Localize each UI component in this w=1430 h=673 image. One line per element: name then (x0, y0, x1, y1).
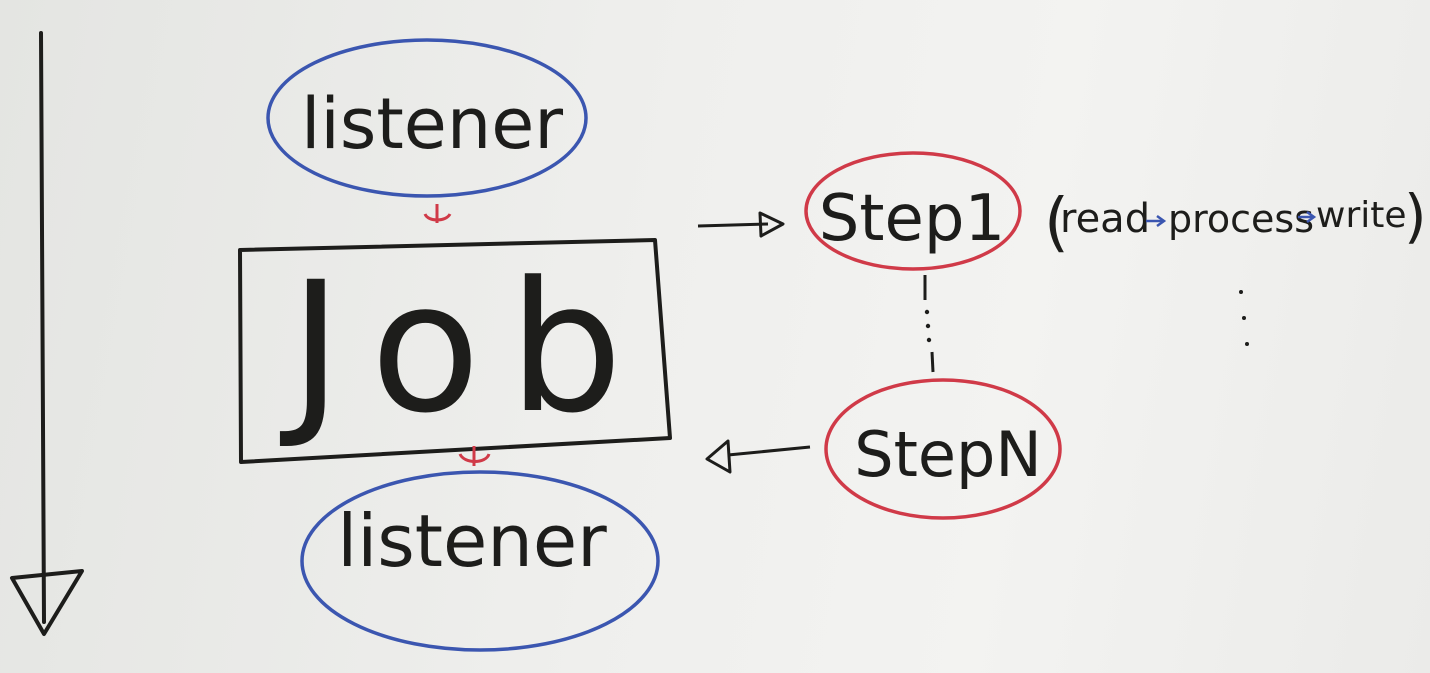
listener-bottom-ellipse (300, 470, 660, 652)
listener-top-ellipse (266, 38, 588, 198)
step-annotation: ( read process write ) (1044, 182, 1427, 260)
step1-label: Step1 (819, 182, 1005, 256)
annotation-open-paren: ( (1044, 186, 1069, 260)
annotation-ellipsis (1239, 290, 1249, 346)
arrow-to-step1 (697, 211, 785, 238)
annotation-process: process (1168, 197, 1314, 241)
job-node: Job (238, 238, 672, 464)
stepn-ellipse (824, 378, 1062, 520)
arrow-read-to-process-icon (1146, 214, 1167, 228)
annotation-read: read (1060, 196, 1150, 242)
listener-bottom-node: listener (300, 470, 660, 652)
connector-top (423, 204, 452, 223)
annotation-write: write (1316, 195, 1407, 236)
step-ellipsis-connector (923, 275, 935, 373)
connector-bottom (458, 446, 491, 466)
arrow-from-stepn (705, 439, 811, 474)
timeline-arrowhead (10, 569, 84, 636)
timeline-line (39, 31, 46, 624)
job-label: Job (279, 244, 650, 453)
job-box (238, 238, 672, 464)
listener-top-node: listener (266, 38, 588, 198)
listener-bottom-label: listener (337, 499, 607, 583)
step1-ellipse (804, 151, 1022, 271)
listener-top-label: listener (301, 83, 563, 165)
stepn-label: StepN (854, 418, 1042, 491)
stepn-node: StepN (824, 378, 1062, 520)
timeline-arrow (10, 31, 84, 636)
annotation-close-paren: ) (1404, 182, 1427, 250)
arrow-process-to-write-icon (1298, 210, 1317, 224)
step1-node: Step1 (804, 151, 1022, 271)
